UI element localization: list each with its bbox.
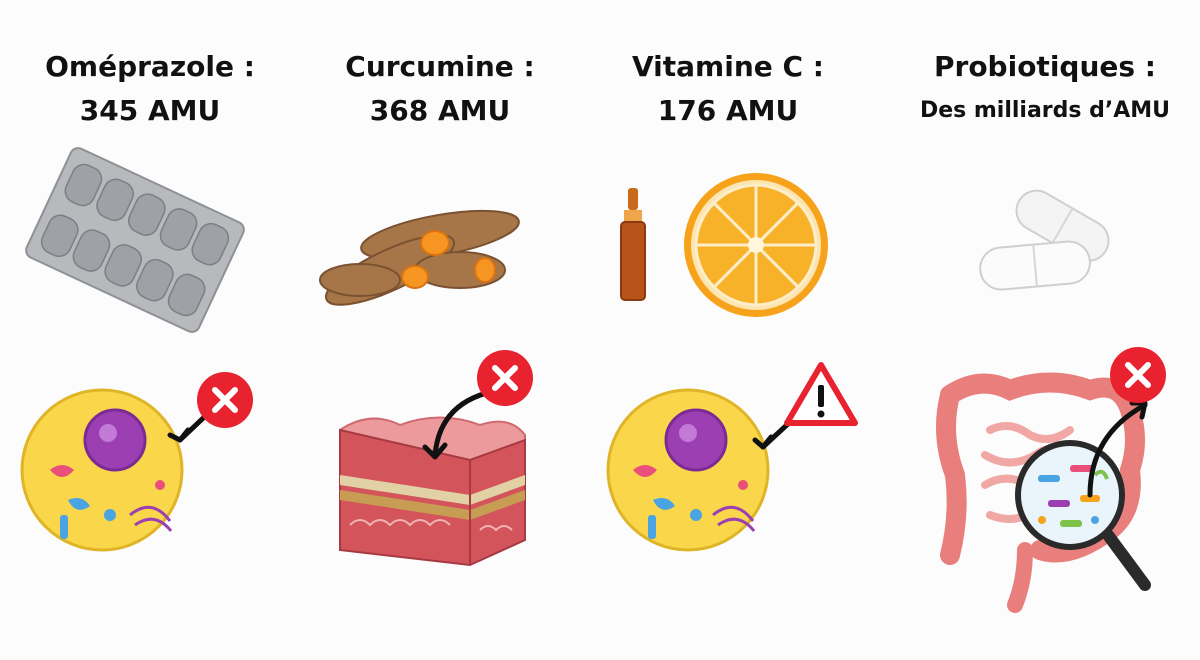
- column-subtitle: 368 AMU: [369, 94, 511, 127]
- skin-icon: [339, 416, 526, 567]
- column-subtitle: 345 AMU: [79, 94, 221, 127]
- column-subtitle: 176 AMU: [657, 94, 799, 127]
- column-title: Curcumine :: [345, 50, 535, 83]
- block-badge-icon: [167, 372, 253, 443]
- column-title: Oméprazole :: [45, 50, 255, 83]
- column-omeprazole: Oméprazole : 345 AMU: [0, 0, 300, 660]
- cell-icon: [606, 388, 770, 552]
- orange-slice-icon: [684, 173, 828, 317]
- column-title: Vitamine C :: [632, 50, 824, 83]
- pill-blister-icon: [25, 147, 245, 333]
- intestine-icon: [936, 372, 1151, 613]
- block-badge-icon: [1087, 347, 1166, 498]
- cell-icon: [20, 388, 184, 552]
- block-badge-icon: [422, 350, 533, 460]
- capsules-icon: [979, 189, 1110, 291]
- warning-badge-icon: [752, 362, 858, 450]
- turmeric-root-icon: [319, 209, 520, 306]
- column-subtitle: Des milliards d’AMU: [919, 98, 1171, 123]
- column-probiotiques: Probiotiques : Des milliards d’AMU: [895, 0, 1195, 660]
- column-vitamine-c: Vitamine C : 176 AMU: [578, 0, 878, 660]
- column-title: Probiotiques :: [933, 50, 1156, 83]
- column-curcumine: Curcumine : 368 AMU: [290, 0, 590, 660]
- ampoule-icon: [620, 188, 646, 301]
